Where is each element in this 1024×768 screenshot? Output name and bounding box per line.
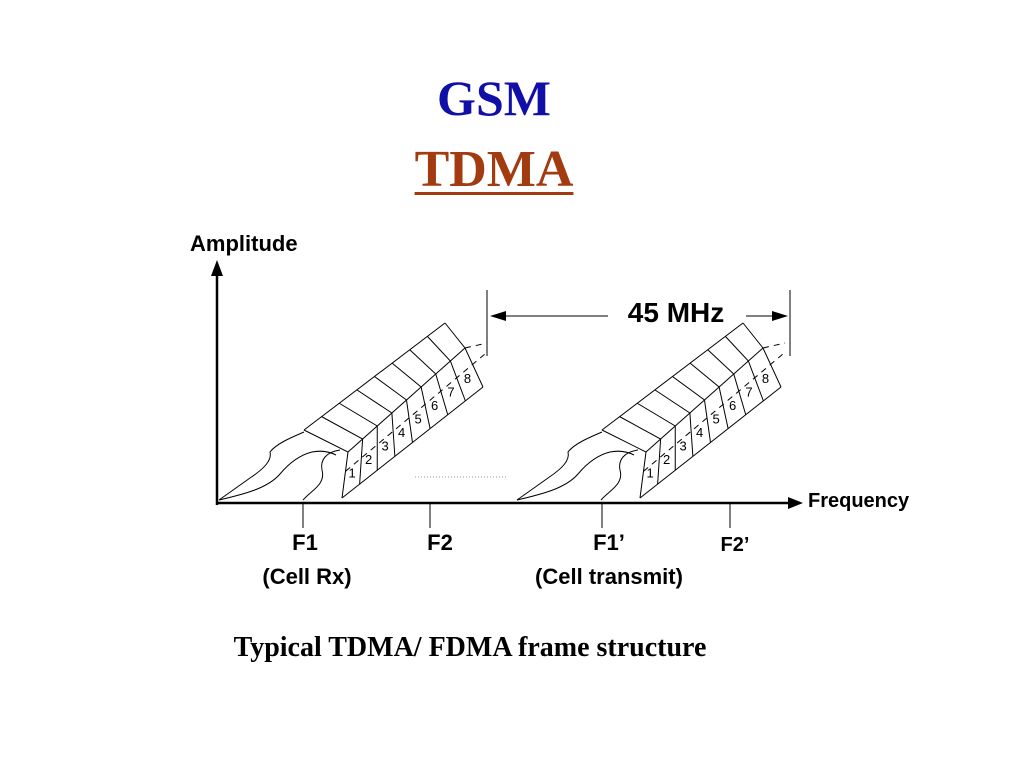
carrier-f1-prime-slot-label-8: 8 [762,371,769,386]
carrier-f1-prime-slot-label-4: 4 [696,425,703,440]
carrier-f1-slot-label-4: 4 [398,425,405,440]
carrier-f1-prime-dashed-extension [762,342,786,349]
carrier-f1-slot-divider-4 [374,376,413,443]
freq-label-f2: F2 [427,530,453,555]
freq-sub-f1: (Cell Rx) [262,564,351,589]
carrier-f1-prime-tail-lower [516,450,635,501]
title-tdma-text: TDMA [414,141,574,198]
carrier-f1-slot-divider-1 [321,416,364,485]
carrier-f1-prime-start-cap [601,429,647,499]
carrier-f1-prime-slot-label-5: 5 [712,412,719,427]
carrier-f1-slot-divider-5 [391,362,431,429]
spacing-arrow-right-head [772,311,788,321]
carrier-f1-slot-label-8: 8 [464,371,471,386]
spacing-label: 45 MHz [628,297,724,328]
carrier-f1-tail-upper [218,431,305,501]
carrier-f1-prime-slot-label-7: 7 [745,384,752,399]
y-axis-arrowhead [211,260,223,276]
carrier-f1-start-cap [303,429,349,499]
carrier-f1-prime-slot-label-6: 6 [729,398,736,413]
x-axis-label: Frequency [808,490,910,512]
freq-sub-f1-prime: (Cell transmit) [535,564,683,589]
carrier-f1-prime-slot-label-1: 1 [647,466,654,481]
carrier-f1-slot-label-7: 7 [447,384,454,399]
carrier-f1-prime-slot-divider-6 [707,349,747,415]
title-tdma: TDMA [0,140,1006,200]
freq-label-f1-prime: F1’ [593,530,625,555]
carrier-f1-slot-label-2: 2 [365,452,372,467]
carrier-f1-prime-slot-divider-5 [689,362,729,429]
carrier-f1-slot-label-1: 1 [349,466,356,481]
carrier-f1-prime-slot-divider-4 [672,376,711,443]
carrier-f1-slot-divider-6 [409,349,449,415]
freq-label-f2-prime: F2’ [721,534,750,556]
carrier-f1-prime-slot-divider-2 [636,402,676,471]
carrier-f1-prime-slot-divider-3 [654,389,694,457]
carrier-f1-tail-lower [218,450,337,501]
x-axis-arrowhead [788,497,803,509]
carrier-f1-prime-slot-label-3: 3 [679,439,686,454]
carrier-f1-dashed-centerline [345,353,485,472]
carrier-f1-tail-inner [302,449,341,501]
carrier-f1-slot-divider-2 [338,402,378,471]
carrier-f1-dashed-extension [464,342,488,349]
spacing-arrow-left-head [490,311,506,321]
title-gsm: GSM [437,70,551,126]
carrier-f1-slot-label-6: 6 [431,398,438,413]
carrier-f1-slot-divider-7 [427,336,466,402]
carrier-f1-slot-divider-3 [356,389,396,457]
carrier-f1-slot-label-3: 3 [381,439,388,454]
carrier-f1-prime-slot-label-2: 2 [663,452,670,467]
y-axis-label: Amplitude [190,231,298,256]
carrier-f1-prime-slot-divider-7 [725,336,764,402]
carrier-f1-prime-slot-divider-1 [619,416,662,485]
carrier-f1-prime-dashed-centerline [643,353,783,472]
carrier-f1-prime-tail-upper [516,431,603,501]
carrier-f1-slot-label-5: 5 [414,412,421,427]
carrier-f1-prime-tail-inner [600,449,639,501]
caption: Typical TDMA/ FDMA frame structure [233,632,707,663]
freq-label-f1: F1 [292,530,318,555]
